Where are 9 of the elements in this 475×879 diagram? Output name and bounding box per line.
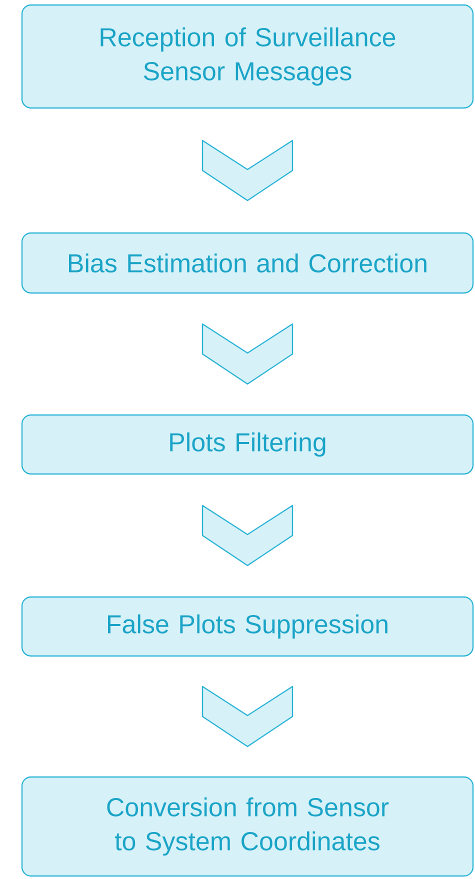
- process-box: Reception of Surveillance Sensor Messages: [21, 4, 474, 109]
- process-box: False Plots Suppression: [21, 596, 474, 657]
- chevron-arrow: [202, 686, 294, 748]
- process-box: Plots Filtering: [21, 414, 474, 475]
- chevron-arrow: [202, 140, 294, 202]
- process-box: Conversion from Sensor to System Coordinates: [21, 776, 474, 877]
- process-box: Bias Estimation and Correction: [21, 232, 474, 294]
- chevron-arrow: [202, 504, 294, 566]
- chevron-arrow: [202, 323, 294, 385]
